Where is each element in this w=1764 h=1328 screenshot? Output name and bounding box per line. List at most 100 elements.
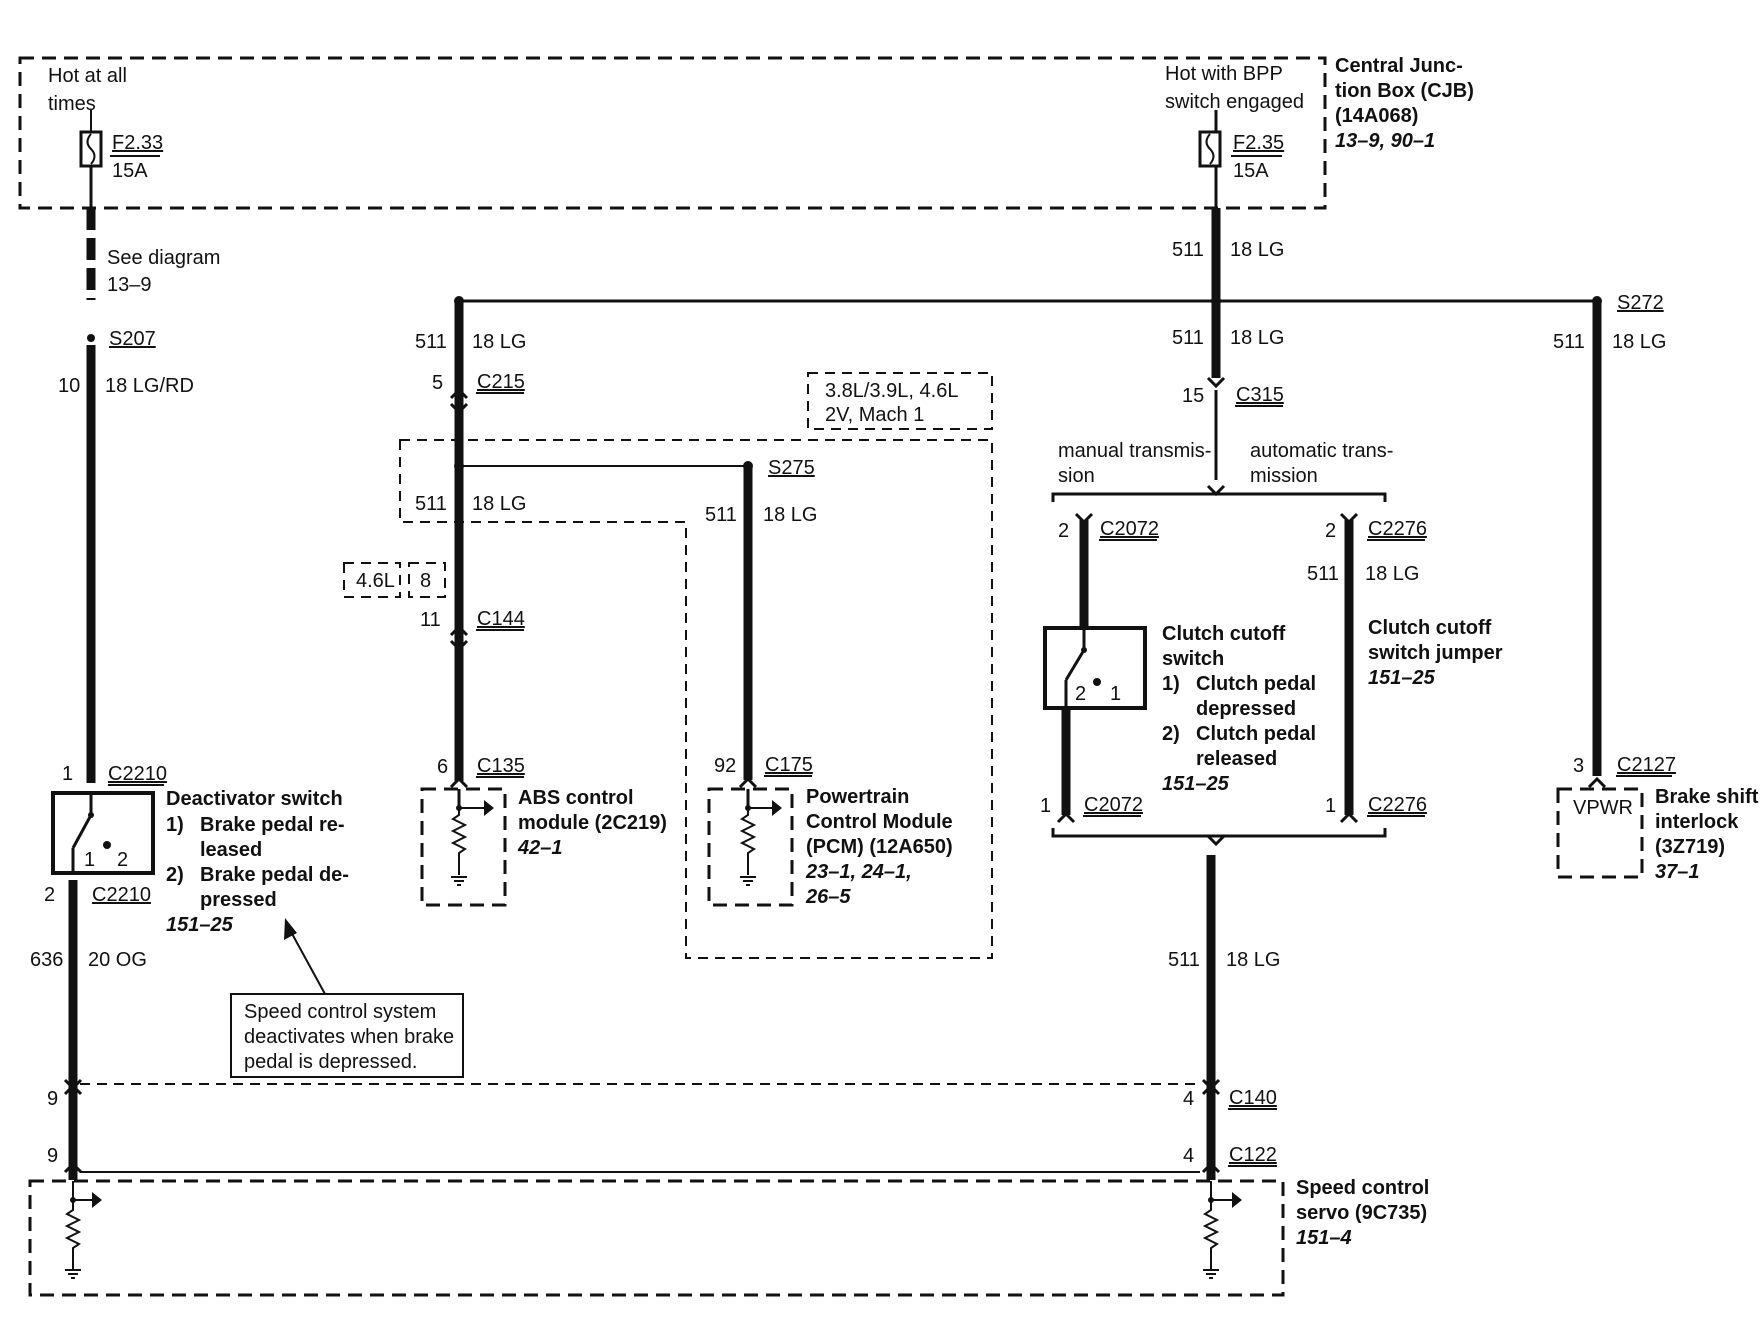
svg-text:6: 6	[437, 756, 448, 778]
deactivator-ref: 151–25	[166, 914, 234, 936]
pcm-ref: 23–1, 24–1,	[805, 861, 912, 883]
svg-text:switch: switch	[1162, 648, 1224, 670]
servo-right-solenoid	[1202, 1181, 1242, 1279]
connector-c175: C175	[765, 754, 813, 776]
svg-text:2: 2	[117, 849, 128, 871]
abs-branch: 511 18 LG 5 C215 511 18 LG 4.6L 8 11 C14…	[343, 301, 748, 907]
see-diagram-label: See diagram	[107, 247, 220, 269]
svg-text:Clutch pedal: Clutch pedal	[1196, 673, 1316, 695]
clutch-cutoff-switch: 2 1	[1043, 626, 1147, 710]
pcm-branch: 3.8L/3.9L, 4.6L 2V, Mach 1 S275 511 18 L…	[399, 372, 993, 959]
interlock-title: Brake shift	[1655, 786, 1759, 808]
powertrain-control-module	[707, 787, 794, 907]
svg-text:2): 2)	[166, 864, 184, 886]
svg-text:Speed control system: Speed control system	[244, 1001, 436, 1023]
svg-text:F2.33: F2.33	[112, 132, 163, 154]
svg-text:15A: 15A	[1233, 160, 1269, 182]
svg-text:18 LG: 18 LG	[1226, 949, 1280, 971]
deactivator-switch: 1 2	[51, 791, 155, 875]
svg-text:depressed: depressed	[1196, 698, 1296, 720]
svg-text:2V, Mach 1: 2V, Mach 1	[825, 404, 924, 426]
svg-text:511: 511	[1553, 331, 1585, 353]
connector-c2210-bottom: C2210	[92, 884, 151, 906]
svg-text:deactivates when brake: deactivates when brake	[244, 1026, 454, 1048]
svg-text:1): 1)	[166, 814, 184, 836]
hot-at-all-times-label: Hot at all	[48, 65, 127, 87]
svg-text:18 LG: 18 LG	[472, 493, 526, 515]
svg-text:2: 2	[1325, 520, 1336, 542]
svg-text:pedal is depressed.: pedal is depressed.	[244, 1051, 417, 1073]
svg-text:1: 1	[84, 849, 95, 871]
abs-module-title: ABS control	[518, 787, 634, 809]
servo-ref: 151–4	[1296, 1227, 1352, 1249]
svg-text:511: 511	[1172, 327, 1204, 349]
clutch-switch-ref: 151–25	[1162, 773, 1230, 795]
connector-c2072-bottom: C2072	[1084, 794, 1143, 816]
svg-text:4: 4	[1183, 1145, 1194, 1167]
automatic-transmission-label: automatic trans-	[1250, 440, 1393, 462]
clutch-jumper-title: Clutch cutoff	[1368, 617, 1492, 639]
svg-text:92: 92	[714, 755, 736, 777]
svg-text:1: 1	[1040, 795, 1051, 817]
brake-shift-interlock-branch: S272 511 18 LG 3 C2127 VPWR Brake shift …	[1553, 292, 1759, 883]
cjb-title: Central Junc-	[1335, 55, 1463, 77]
svg-text:Brake pedal de-: Brake pedal de-	[200, 864, 349, 886]
svg-text:4: 4	[1183, 1088, 1194, 1110]
splice-s207: S207	[109, 328, 156, 350]
svg-text:Control Module: Control Module	[806, 811, 953, 833]
svg-text:(PCM) (12A650): (PCM) (12A650)	[806, 836, 953, 858]
svg-text:8: 8	[420, 570, 431, 592]
deactivator-switch-title: Deactivator switch	[166, 788, 343, 810]
svg-text:18 LG: 18 LG	[763, 504, 817, 526]
svg-text:10: 10	[58, 375, 80, 397]
svg-text:636: 636	[30, 949, 63, 971]
connector-c2127: C2127	[1617, 754, 1676, 776]
connector-c2072-top: C2072	[1100, 518, 1159, 540]
svg-text:tion Box (CJB): tion Box (CJB)	[1335, 80, 1474, 102]
svg-text:sion: sion	[1058, 465, 1095, 487]
svg-text:9: 9	[47, 1145, 58, 1167]
svg-text:18 LG: 18 LG	[1612, 331, 1666, 353]
speed-control-note: Speed control system deactivates when br…	[230, 918, 464, 1078]
svg-text:18 LG: 18 LG	[1230, 239, 1284, 261]
interlock-ref: 37–1	[1655, 861, 1700, 883]
main-right-branch: 511 18 LG 511 18 LG 15 C315 manual trans…	[1040, 110, 1503, 1180]
svg-text:5: 5	[432, 372, 443, 394]
splice-s275: S275	[768, 457, 815, 479]
fuse-f2-33: F2.33 15A	[79, 130, 163, 182]
connector-c140: C140	[1229, 1087, 1277, 1109]
hot-with-bpp-label: Hot with BPP	[1165, 63, 1283, 85]
svg-text:13–9: 13–9	[107, 274, 152, 296]
connector-c315: C315	[1236, 384, 1284, 406]
connector-c144: C144	[477, 608, 525, 630]
svg-text:18 LG: 18 LG	[1365, 563, 1419, 585]
connector-c215: C215	[477, 371, 525, 393]
svg-text:times: times	[48, 93, 96, 115]
abs-ref: 42–1	[517, 837, 563, 859]
wire-20-og: 20 OG	[88, 949, 147, 971]
svg-text:2): 2)	[1162, 723, 1180, 745]
svg-text:released: released	[1196, 748, 1277, 770]
svg-text:3: 3	[1573, 755, 1584, 777]
clutch-jumper-ref: 151–25	[1368, 667, 1436, 689]
svg-text:switch jumper: switch jumper	[1368, 642, 1503, 664]
speed-control-servo-section: 9 4 C140 9 4 C122	[28, 1078, 1429, 1297]
wire-18-lg-rd: 18 LG/RD	[105, 375, 194, 397]
svg-text:511: 511	[415, 331, 447, 353]
svg-text:511: 511	[1307, 563, 1339, 585]
svg-text:Clutch pedal: Clutch pedal	[1196, 723, 1316, 745]
svg-text:(14A068): (14A068)	[1335, 105, 1418, 127]
svg-text:2: 2	[1058, 520, 1069, 542]
svg-text:511: 511	[415, 493, 447, 515]
svg-text:511: 511	[1168, 949, 1200, 971]
engine-tag-4-6l: 4.6L	[356, 570, 395, 592]
svg-text:11: 11	[420, 609, 441, 631]
svg-text:pressed: pressed	[200, 889, 277, 911]
connector-c135: C135	[477, 755, 525, 777]
svg-text:module (2C219): module (2C219)	[518, 812, 667, 834]
svg-text:511: 511	[1172, 239, 1204, 261]
svg-text:1: 1	[1325, 795, 1336, 817]
connector-c2210-top: C2210	[108, 763, 167, 785]
svg-text:interlock: interlock	[1655, 811, 1739, 833]
